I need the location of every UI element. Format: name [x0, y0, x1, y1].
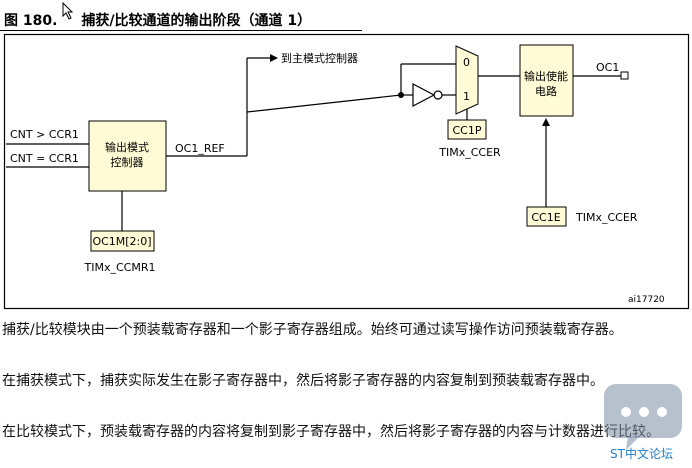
- paragraph-1: 捕获/比较模块由一个预装载寄存器和一个影子寄存器组成。始终可通过读写操作访问预装…: [2, 322, 623, 338]
- paragraph-2: 在捕获模式下，捕获实际发生在影子寄存器中，然后将影子寄存器的内容复制到预装载寄存…: [2, 373, 604, 389]
- watermark-text: ST中文论坛: [610, 447, 673, 461]
- output-enable-block: [519, 44, 574, 117]
- timx-ccer-label-2: TIMx_CCER: [575, 211, 638, 224]
- figure-number: 图 180.: [4, 13, 58, 29]
- oc1-pin-icon: [620, 71, 629, 80]
- multiplexer-block: [455, 45, 479, 115]
- figure-caption: 捕获/比较通道的输出阶段（通道 1）: [81, 13, 312, 29]
- diagram-frame: [3, 33, 690, 310]
- cc1p-block: [447, 119, 487, 140]
- cc1p-label: CC1P: [453, 124, 482, 137]
- title-underline: [0, 30, 362, 31]
- oc1-ref-label: OC1_REF: [175, 142, 225, 155]
- timx-ccmr1-label: TIMx_CCMR1: [84, 261, 156, 274]
- output-enable-label-1: 输出使能: [524, 69, 568, 83]
- inverter-bubble: [433, 90, 443, 100]
- cc1e-block: [526, 206, 567, 227]
- forum-logo-icon: [604, 384, 682, 450]
- mux-input-0: 0: [463, 56, 470, 69]
- oc1-label: OC1: [596, 61, 619, 74]
- output-mode-controller-label-2: 控制器: [111, 155, 144, 169]
- to-master-arrow-icon: [270, 54, 278, 62]
- inverter-icon: [412, 83, 436, 107]
- output-enable-label-2: 电路: [535, 85, 557, 98]
- output-stage-diagram: CNT > CCR1 CNT = CCR1 输出模式 控制器 OC1M[2:0]…: [3, 33, 690, 310]
- input-cnt-eq: CNT = CCR1: [10, 152, 79, 165]
- oc1m-block: [90, 230, 155, 252]
- ref-to-mux-line: [246, 94, 402, 113]
- timx-ccer-label-1: TIMx_CCER: [438, 146, 501, 159]
- output-mode-controller-block: [88, 120, 167, 192]
- mux-input-1: 1: [463, 90, 470, 103]
- output-mode-controller-label-1: 输出模式: [105, 140, 149, 154]
- cc1e-arrow-icon: [542, 118, 550, 126]
- oc1m-label: OC1M[2:0]: [92, 235, 151, 248]
- ai-label: ai17720: [628, 295, 665, 305]
- input-cnt-gt: CNT > CCR1: [10, 128, 79, 141]
- figure-title: 图 180. 捕获/比较通道的输出阶段（通道 1）: [4, 10, 311, 30]
- cc1e-label: CC1E: [531, 211, 560, 224]
- mouse-cursor-icon: [62, 2, 74, 20]
- paragraph-3: 在比较模式下，预装载寄存器的内容将复制到影子寄存器中，然后将影子寄存器的内容与计…: [2, 424, 660, 440]
- to-master-label: 到主模式控制器: [281, 51, 358, 65]
